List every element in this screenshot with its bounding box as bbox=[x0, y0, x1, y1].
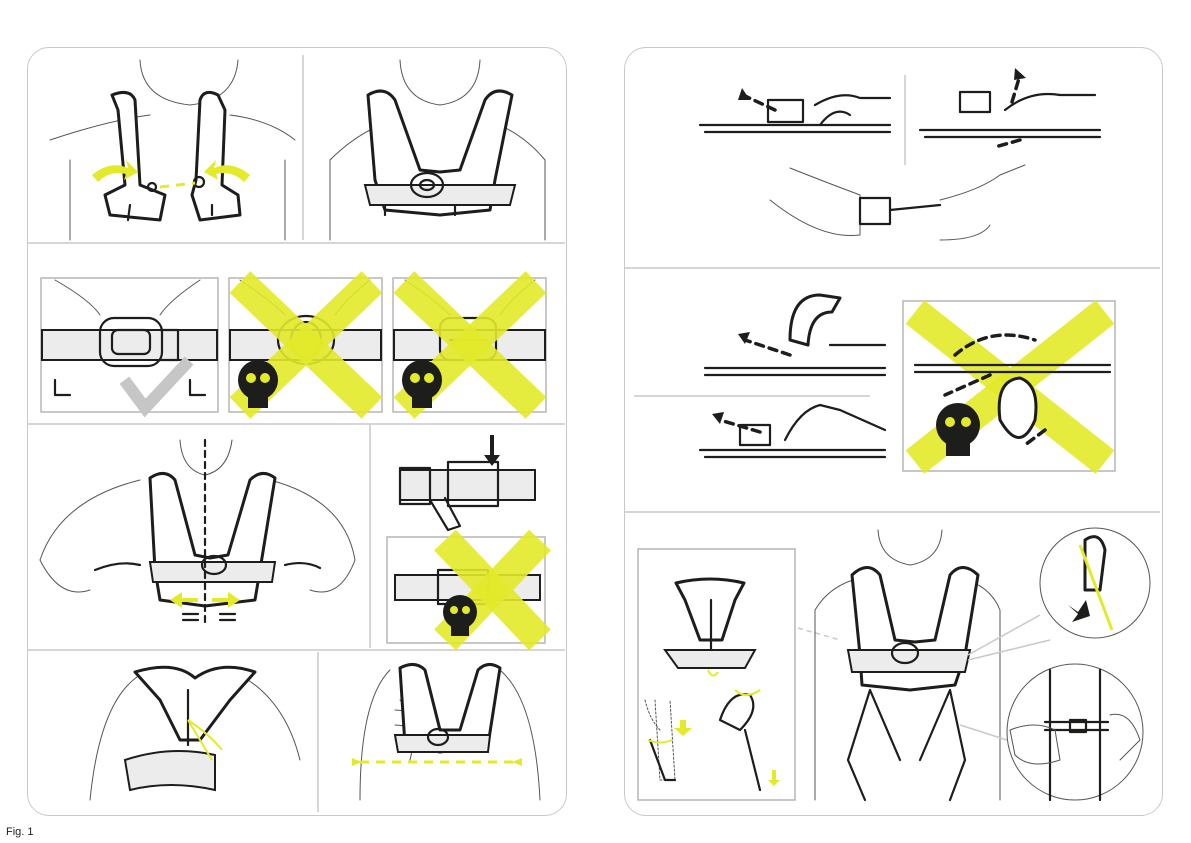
corner-label: Fig. 1 bbox=[6, 826, 34, 838]
strap-keeper-illustration bbox=[387, 435, 545, 643]
centering-illustration bbox=[40, 440, 355, 625]
chest-closing-illustration bbox=[50, 60, 295, 240]
chest-closed-illustration bbox=[330, 60, 545, 240]
buckle-checks-illustration bbox=[41, 278, 546, 412]
body-position-illustration bbox=[352, 664, 540, 800]
return-strap-illustration bbox=[700, 295, 1115, 471]
buckle-threading-illustration bbox=[700, 68, 1100, 240]
full-harness-illustration bbox=[638, 528, 1150, 800]
adjustment-illustration bbox=[90, 667, 300, 800]
